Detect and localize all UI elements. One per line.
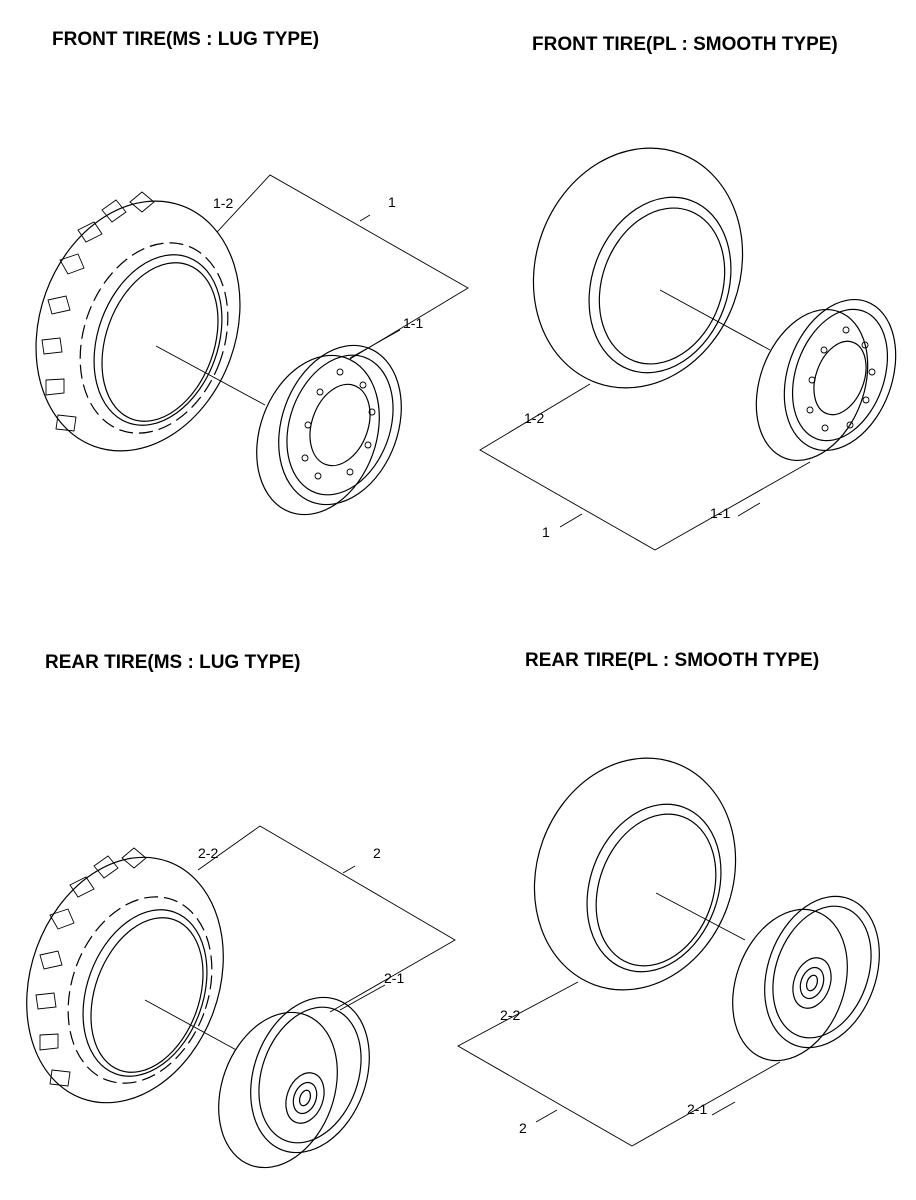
front-lug-tire bbox=[35, 191, 266, 452]
rear-lug-assembly: 2-2 2 2-1 bbox=[26, 825, 456, 1169]
callout-front-smooth-assembly: 1 bbox=[542, 524, 550, 540]
rear-smooth-assembly-leader bbox=[535, 1109, 558, 1123]
rear-smooth-axis bbox=[655, 892, 746, 941]
front-smooth-tire bbox=[532, 147, 771, 389]
rear-smooth-hub bbox=[792, 957, 832, 1009]
front-smooth-bracket bbox=[479, 383, 811, 551]
front-lug-rim-leader bbox=[349, 329, 401, 359]
callout-front-smooth-rim: 1-1 bbox=[710, 505, 730, 521]
rear-smooth-assembly: 2-2 2 2-1 bbox=[457, 757, 880, 1147]
callout-rear-smooth-rim: 2-1 bbox=[687, 1101, 707, 1117]
rear-smooth-bracket bbox=[457, 981, 781, 1147]
rear-lug-rim bbox=[218, 996, 370, 1169]
callout-rear-lug-rim: 2-1 bbox=[384, 970, 404, 986]
rear-lug-hub bbox=[285, 1072, 325, 1124]
front-lug-assembly-leader bbox=[359, 214, 371, 222]
title-front-lug: FRONT TIRE(MS : LUG TYPE) bbox=[52, 29, 319, 50]
front-smooth-rim bbox=[755, 298, 897, 462]
front-smooth-rim-leader bbox=[737, 502, 761, 517]
front-lug-bolt-holes bbox=[301, 368, 376, 480]
callout-front-lug-rim: 1-1 bbox=[403, 315, 423, 331]
title-front-smooth: FRONT TIRE(PL : SMOOTH TYPE) bbox=[532, 34, 838, 55]
rear-lug-tread-band bbox=[67, 896, 213, 1084]
callout-rear-smooth-assembly: 2 bbox=[519, 1120, 527, 1136]
rear-lug-pattern bbox=[35, 847, 147, 1087]
callout-rear-smooth-tire: 2-2 bbox=[500, 1007, 520, 1023]
callout-front-smooth-tire: 1-2 bbox=[524, 410, 544, 426]
rear-smooth-tire bbox=[533, 757, 746, 991]
title-rear-lug: REAR TIRE(MS : LUG TYPE) bbox=[45, 652, 300, 673]
front-smooth-axis bbox=[659, 289, 771, 351]
front-smooth-assembly-leader bbox=[559, 513, 583, 528]
rear-smooth-rim bbox=[732, 895, 880, 1062]
front-smooth-assembly: 1-2 1 1-1 bbox=[479, 147, 897, 551]
front-lug-bracket bbox=[204, 174, 469, 363]
rear-lug-tire bbox=[26, 847, 241, 1104]
lug-pattern bbox=[41, 191, 155, 432]
front-lug-rim bbox=[256, 344, 402, 516]
callout-rear-lug-assembly: 2 bbox=[373, 845, 381, 861]
callout-rear-lug-tire: 2-2 bbox=[198, 845, 218, 861]
rear-lug-bracket bbox=[197, 825, 456, 1013]
front-lug-assembly: 1-2 1 1-1 bbox=[35, 174, 469, 516]
front-smooth-bolt-holes bbox=[806, 326, 876, 432]
rear-lug-axis bbox=[144, 999, 241, 1053]
callout-front-lug-tire: 1-2 bbox=[213, 195, 233, 211]
callout-front-lug-assembly: 1 bbox=[388, 194, 396, 210]
title-rear-smooth: REAR TIRE(PL : SMOOTH TYPE) bbox=[525, 650, 819, 671]
rear-lug-assembly-leader bbox=[342, 865, 356, 874]
rear-lug-rim-leader bbox=[339, 984, 386, 1011]
rear-smooth-rim-leader bbox=[711, 1101, 736, 1116]
lug-tread-band bbox=[79, 242, 229, 434]
front-lug-axis bbox=[155, 345, 266, 406]
